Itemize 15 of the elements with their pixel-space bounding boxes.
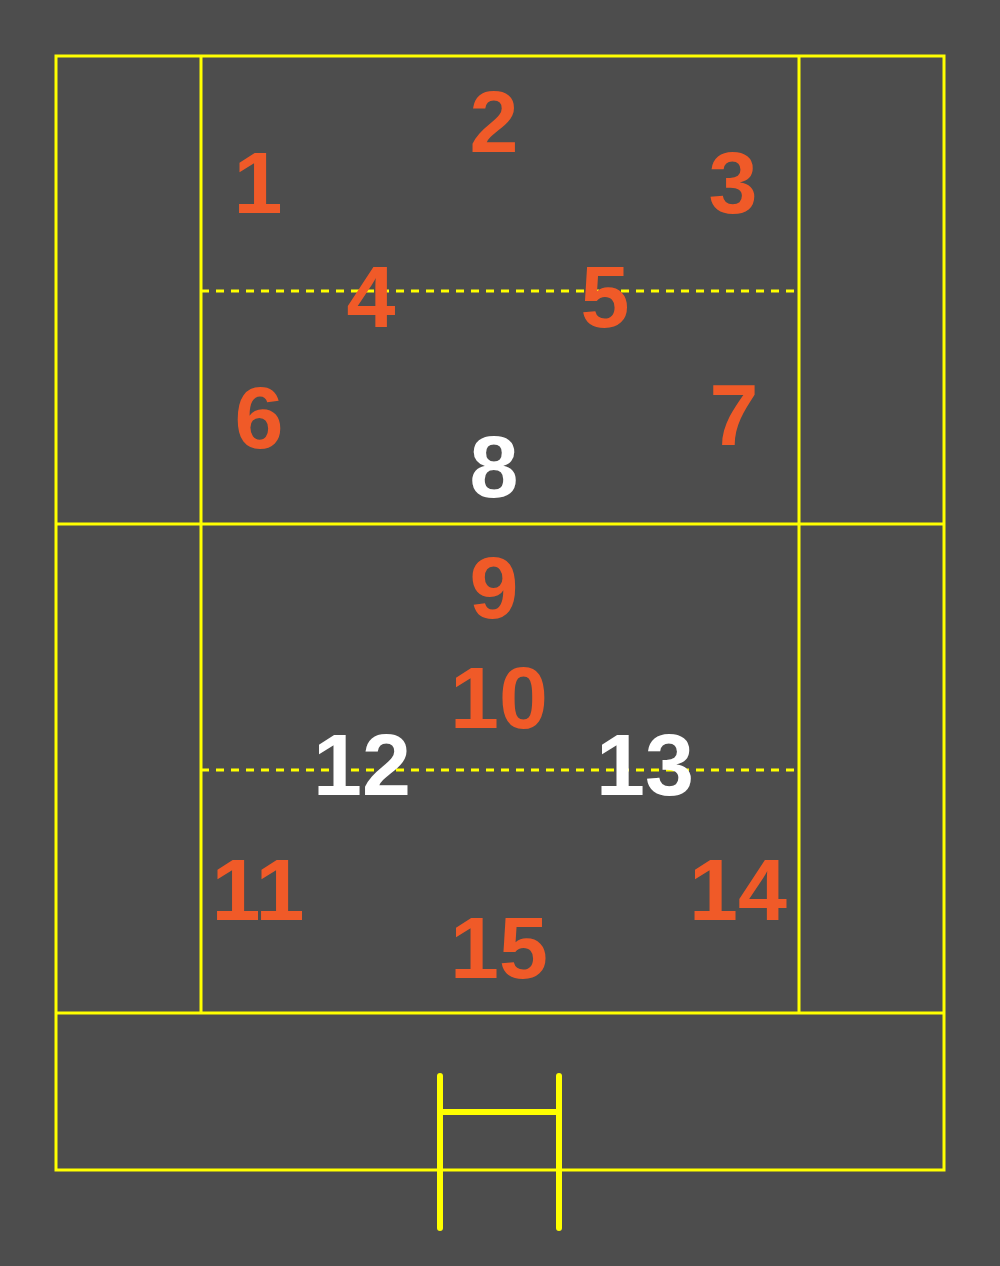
position-number: 15 (450, 904, 548, 992)
position-number: 2 (469, 78, 519, 166)
position-number: 5 (580, 253, 630, 341)
position-number: 10 (450, 654, 548, 742)
position-number: 6 (234, 374, 284, 462)
position-number: 12 (313, 721, 411, 809)
position-number: 14 (689, 846, 787, 934)
position-number: 8 (469, 423, 519, 511)
position-number: 7 (709, 371, 759, 459)
position-number: 9 (469, 544, 519, 632)
position-number: 3 (708, 139, 758, 227)
position-number: 4 (346, 253, 396, 341)
position-number: 1 (233, 139, 283, 227)
position-number: 13 (596, 721, 694, 809)
position-number: 11 (211, 846, 305, 934)
